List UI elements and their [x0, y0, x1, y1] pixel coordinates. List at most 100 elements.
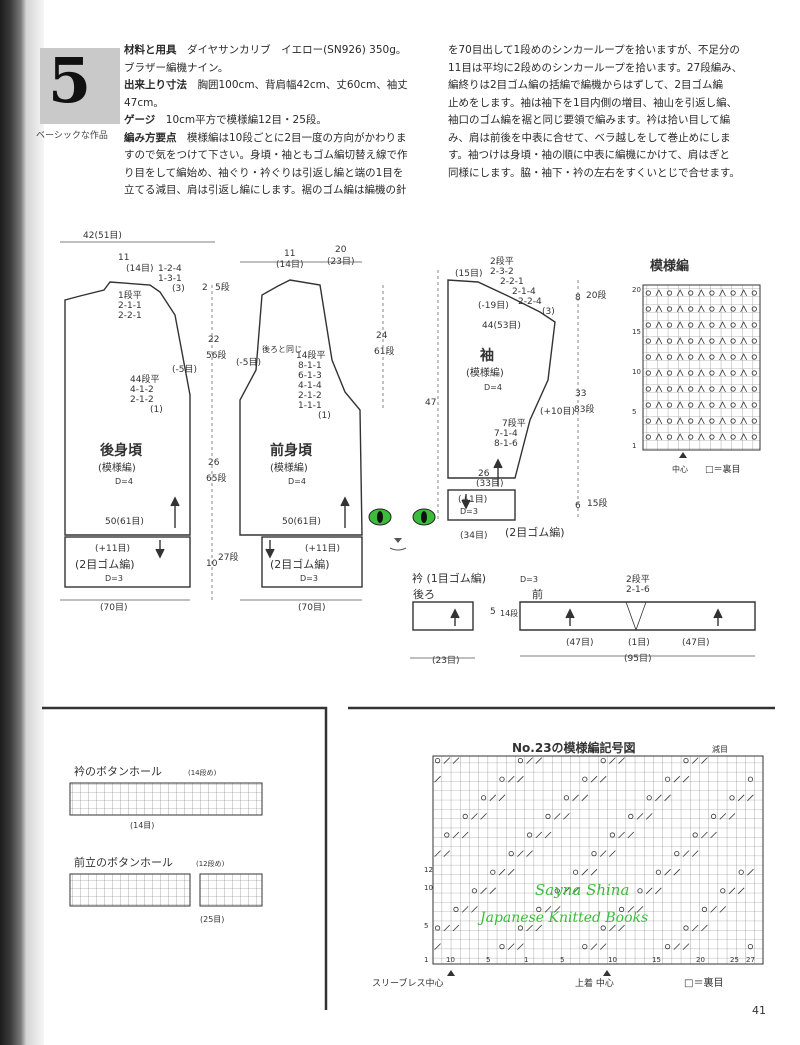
slant-symbol [599, 850, 607, 857]
dim-label: (33目) [476, 478, 503, 489]
decrease-symbol [697, 353, 705, 361]
yarn-over-symbol [471, 888, 477, 894]
bh-collar-grid [69, 782, 263, 816]
method-line: 同様にします。脇・袖下・衿の左右をすくいとじで合せます。 [448, 166, 740, 179]
dim-label: 1-2-4 [158, 264, 182, 274]
slant-symbol [471, 906, 478, 913]
slant-symbol [489, 794, 497, 802]
yarn-over-symbol [730, 370, 736, 376]
slant-symbol [526, 757, 533, 764]
chart2-title: No.23の模様編記号図 [512, 740, 636, 755]
yarn-over-symbol [751, 306, 757, 312]
decrease-symbol [655, 401, 663, 409]
decrease-symbol [676, 337, 684, 345]
dim-label: 26 [478, 469, 490, 479]
slant-symbol [682, 850, 690, 857]
col-label: 1 [524, 956, 528, 964]
yarn-over-symbol [747, 943, 754, 950]
slant-symbol [719, 906, 727, 913]
chart2-row-labels: 12 10 5 1 [424, 866, 433, 964]
sleeve-d: D=4 [484, 383, 502, 392]
decrease-symbol [697, 305, 705, 313]
yarn-over-symbol [434, 925, 441, 931]
decrease-symbol [676, 417, 684, 425]
dim-label: 2-2-1 [118, 311, 142, 321]
dim-label: (23目) [327, 256, 354, 267]
dim-label: (14目) [126, 263, 153, 274]
yarn-over-symbol [688, 402, 694, 408]
decrease-symbol [676, 385, 684, 393]
yarn-over-symbol [709, 354, 715, 360]
decrease-symbol [676, 289, 684, 297]
dim-label: 24 [376, 331, 388, 341]
front-rib-d: D=3 [300, 574, 318, 583]
yarn-over-symbol [730, 354, 736, 360]
decrease-symbol [655, 369, 663, 377]
chart1-grid [642, 284, 761, 451]
slant-symbol [645, 887, 653, 895]
yarn-over-symbol [709, 434, 715, 440]
decrease-symbol [719, 401, 726, 409]
dim-label: 33 [575, 389, 586, 399]
slant-symbol [443, 850, 451, 857]
slant-symbol [673, 943, 681, 950]
method-line: 編終りは2目ゴム編の括編で編機からはずして、2目ゴム編 [448, 79, 724, 91]
decrease-symbol [719, 337, 726, 345]
size-text: 胸囲100cm、背肩幅42cm、丈60cm、袖丈47cm。 [124, 79, 408, 109]
slant-symbol [434, 775, 441, 783]
yarn-over-symbol [709, 418, 715, 424]
decrease-symbol [740, 401, 748, 409]
yarn-over-symbol [688, 322, 694, 328]
slant-symbol [655, 794, 662, 802]
yarn-over-symbol [645, 418, 651, 424]
slant-symbol [517, 943, 524, 950]
dim-label: (47目) [682, 637, 709, 648]
dim-label: 7段平 [502, 417, 526, 429]
slant-symbol [572, 887, 579, 895]
dim-label: 11 [118, 253, 129, 263]
decrease-symbol [740, 353, 748, 361]
book-spine-shadow [0, 0, 26, 1045]
dim-label: 2 [202, 283, 208, 293]
yarn-over-symbol [730, 402, 736, 408]
decrease-symbol [740, 417, 748, 425]
yarn-over-symbol [709, 290, 715, 296]
dim-label: 26 [208, 458, 220, 468]
slant-symbol [581, 794, 589, 802]
slant-symbol [452, 831, 460, 839]
back-body-labels: 42(51目) 11 (14目) 1-2-4 1-3-1 (3) 1段平 2-1… [83, 230, 238, 613]
section-number: 5 [48, 44, 92, 117]
yarn-over-symbol [710, 813, 717, 820]
chart2-end-label: 減目 [712, 744, 728, 754]
slant-symbol [452, 924, 460, 932]
method-line: 立てる減目、肩は引返し編にします。裾のゴム編は編機の針 [124, 184, 407, 196]
slant-symbol [434, 943, 441, 950]
slant-symbol [507, 775, 515, 783]
decrease-symbol [740, 337, 748, 345]
decrease-symbol [697, 369, 705, 377]
dim-label: (+11目) [305, 543, 340, 554]
method-line: す。袖つけは身頃・袖の順に中表に編機にかけて、肩はぎと [448, 149, 730, 161]
yarn-over-symbol [645, 338, 651, 344]
slant-symbol [664, 868, 671, 876]
decrease-symbol [655, 305, 663, 313]
yarn-over-symbol [688, 418, 694, 424]
yarn-over-symbol [628, 813, 634, 820]
dim-label: 2-2-4 [518, 297, 542, 307]
sleeve-rib-d: D=3 [460, 507, 478, 516]
slant-symbol [563, 887, 570, 895]
yarn-over-symbol [591, 850, 597, 857]
row-label: 1 [424, 956, 428, 964]
dim-label: 47 [425, 398, 436, 408]
yarn-over-symbol [645, 290, 651, 296]
yarn-over-symbol [664, 776, 671, 782]
yarn-over-symbol [688, 354, 694, 360]
decrease-symbol [655, 337, 663, 345]
dim-label: 4-1-4 [298, 381, 322, 391]
materials-text2: ブラザー編機ナイン。 [124, 61, 229, 74]
yarn-over-symbol [526, 832, 533, 838]
dim-label: 50(61目) [105, 516, 144, 527]
yarn-over-symbol [645, 386, 651, 392]
slant-symbol [443, 757, 451, 764]
